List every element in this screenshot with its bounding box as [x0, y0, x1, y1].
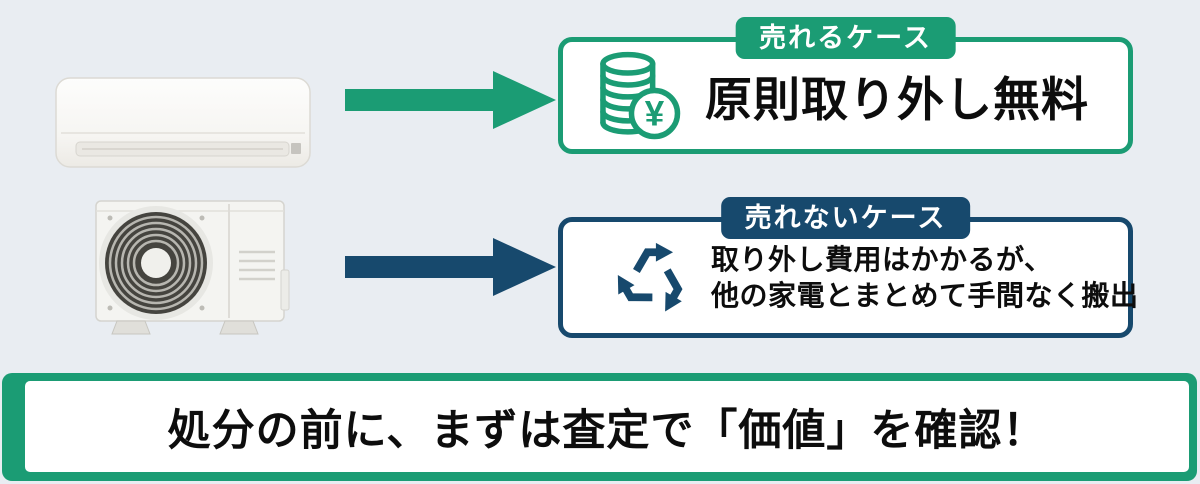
bottom-banner: 処分の前に、まずは査定で「価値」を確認！ — [2, 373, 1197, 481]
unsellable-case-body: 取り外し費用はかかるが、 他の家電とまとめて手間なく搬出 — [563, 222, 1138, 333]
unsellable-case-line2: 他の家電とまとめて手間なく搬出 — [711, 279, 1139, 311]
unsellable-case-line1: 取り外し費用はかかるが、 — [711, 243, 1053, 275]
sellable-case-headline: 原則取り外し無料 — [705, 73, 1089, 126]
bottom-banner-text: 処分の前に、まずは査定で「価値」を確認！ — [167, 406, 1047, 455]
unsellable-case-text: 取り外し費用はかかるが、 他の家電とまとめて手間なく搬出 — [711, 242, 1139, 314]
sellable-case-card: 売れるケース ¥ 原則取り外し無料 — [558, 17, 1133, 154]
yen-coin-stack-icon: ¥ — [600, 51, 681, 139]
outdoor-ac-unit-image — [95, 200, 290, 335]
sellable-case-body: ¥ 原則取り外し無料 — [563, 42, 1128, 149]
sellable-case-badge: 売れるケース — [735, 17, 956, 60]
yen-symbol: ¥ — [645, 94, 665, 133]
bottom-banner-inner: 処分の前に、まずは査定で「価値」を確認！ — [25, 381, 1189, 472]
unsellable-case-badge: 売れないケース — [720, 197, 971, 240]
recycle-icon — [613, 239, 691, 317]
navy-arrow-icon — [345, 238, 556, 296]
unsellable-case-card: 売れないケース 取り外し費用はかかるが、 他の家電とまとめて手間なく搬出 — [558, 197, 1138, 338]
indoor-ac-unit-image — [55, 77, 311, 168]
green-arrow-icon — [345, 71, 556, 129]
